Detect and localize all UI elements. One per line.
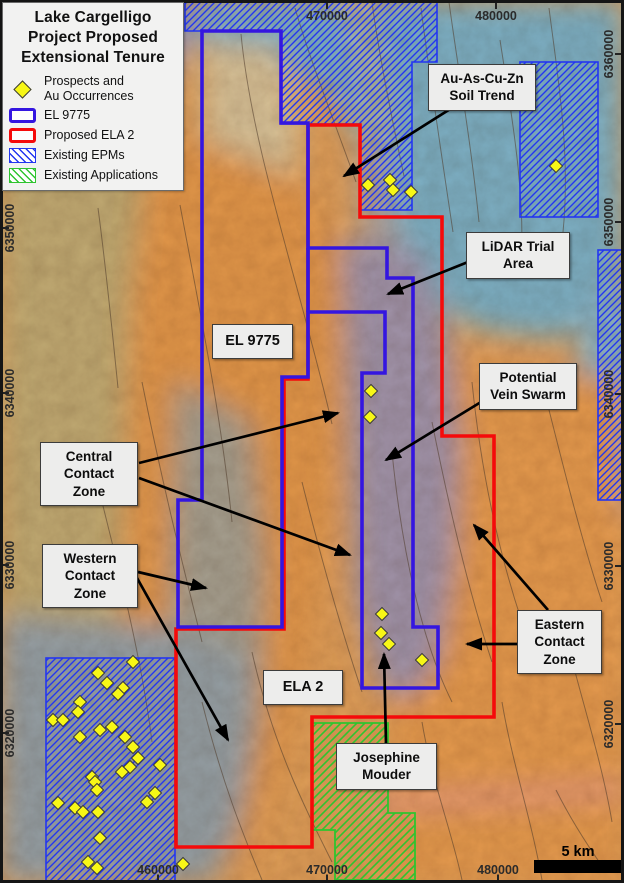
legend: Lake Cargelligo Project Proposed Extensi… — [2, 2, 184, 192]
prospect-markers — [45, 158, 564, 876]
label-lidar-trial-area: LiDAR Trial Area — [466, 232, 570, 279]
prospect-diamond-marker — [362, 409, 378, 425]
el-boundary-swatch-icon — [9, 108, 36, 124]
legend-item-el9775: EL 9775 — [9, 108, 177, 124]
axis-label-right: 6330000 — [602, 542, 616, 591]
label-eastern-contact-zone: Eastern Contact Zone — [517, 610, 602, 674]
prospect-diamond-marker — [373, 625, 389, 641]
axis-label-left: 6330000 — [3, 541, 17, 590]
prospect-diamond-marker — [90, 665, 106, 681]
prospect-diamond-marker — [92, 722, 108, 738]
prospect-diamond-marker — [114, 764, 130, 780]
label-western-contact-zone: Western Contact Zone — [42, 544, 138, 608]
legend-item-label: Existing EPMs — [44, 148, 125, 163]
prospect-diamond-marker — [360, 177, 376, 193]
axis-label-right: 6350000 — [602, 198, 616, 247]
legend-item-label: Existing Applications — [44, 168, 158, 183]
prospect-diamond-marker — [403, 184, 419, 200]
prospect-diamond-marker — [147, 785, 163, 801]
ela-boundary-swatch-icon — [9, 128, 36, 144]
vein-swarm-arrow — [384, 400, 482, 462]
prospect-diamond-marker — [414, 652, 430, 668]
prospect-diamond-marker — [90, 804, 106, 820]
prospect-diamond-marker — [381, 636, 397, 652]
central-zone-arrow-1 — [138, 410, 340, 465]
prospect-diamond-marker — [110, 686, 126, 702]
axis-label-left: 6350000 — [3, 204, 17, 253]
lidar-arrow — [386, 260, 469, 296]
legend-item-ela2: Proposed ELA 2 — [9, 128, 177, 144]
axis-label-right: 6360000 — [602, 30, 616, 79]
prospect-diamond-marker — [99, 675, 115, 691]
axis-label-right: 6320000 — [602, 700, 616, 749]
ela2-boundary — [174, 123, 496, 849]
prospect-diamond-marker — [385, 182, 401, 198]
prospect-diamond-marker — [152, 757, 168, 773]
legend-item-prospects: Prospects and Au Occurrences — [9, 74, 177, 103]
western-zone-arrow-2 — [135, 577, 230, 742]
prospect-diamond-marker — [175, 856, 191, 872]
prospect-diamond-marker — [125, 654, 141, 670]
central-zone-arrow-2 — [138, 476, 352, 557]
prospect-diamond-marker — [45, 712, 61, 728]
epm-area-east — [597, 249, 623, 501]
josephine-arrow — [377, 652, 391, 744]
prospect-diamond-marker — [117, 729, 133, 745]
axis-label-left: 6340000 — [3, 369, 17, 418]
prospect-diamond-marker — [374, 606, 390, 622]
scale-bar-label: 5 km — [561, 844, 594, 860]
epm-hatch-swatch-icon — [9, 148, 36, 164]
eastern-zone-arrow-1 — [472, 523, 550, 611]
label-central-contact-zone: Central Contact Zone — [40, 442, 138, 506]
label-el9775: EL 9775 — [212, 324, 293, 359]
axis-label-left: 6320000 — [3, 709, 17, 758]
epm-area-southwest — [45, 657, 176, 883]
prospect-diamond-marker — [89, 782, 105, 798]
prospect-diamond-marker — [92, 830, 108, 846]
prospect-diamond-marker — [80, 854, 96, 870]
legend-item-label: Prospects and Au Occurrences — [44, 74, 134, 103]
el9775-boundary — [176, 29, 440, 690]
prospect-diamond-marker — [55, 712, 71, 728]
label-ela2: ELA 2 — [263, 670, 343, 705]
axis-label-top: 480000 — [475, 9, 517, 23]
prospect-diamond-marker — [89, 860, 105, 876]
soil-trend-arrow — [342, 104, 456, 178]
prospect-diamond-marker — [50, 795, 66, 811]
axis-label-bottom: 470000 — [306, 863, 348, 877]
axis-label-right: 6340000 — [602, 370, 616, 419]
prospect-diamond-marker — [70, 704, 86, 720]
prospect-diamond-marker — [104, 719, 120, 735]
prospect-diamond-marker — [363, 383, 379, 399]
scale-bar: 5 km — [534, 844, 621, 873]
axis-label-bottom: 460000 — [137, 863, 179, 877]
legend-item-label: Proposed ELA 2 — [44, 128, 135, 143]
western-zone-arrow-1 — [137, 570, 208, 591]
prospect-diamond-marker — [130, 750, 146, 766]
axis-label-bottom: 480000 — [477, 863, 519, 877]
legend-item-epms: Existing EPMs — [9, 148, 177, 164]
prospect-diamond-marker — [72, 729, 88, 745]
prospect-diamond-marker — [125, 739, 141, 755]
legend-item-applications: Existing Applications — [9, 168, 177, 184]
label-josephine-mouder: Josephine Mouder — [336, 743, 437, 790]
prospect-diamond-icon — [9, 81, 36, 96]
prospect-diamond-marker — [139, 794, 155, 810]
application-hatch-swatch-icon — [9, 168, 36, 184]
label-potential-vein-swarm: Potential Vein Swarm — [479, 363, 577, 410]
legend-item-label: EL 9775 — [44, 108, 91, 123]
legend-title: Lake Cargelligo Project Proposed Extensi… — [21, 9, 165, 67]
label-soil-trend: Au-As-Cu-Zn Soil Trend — [428, 64, 536, 111]
annotation-arrows — [135, 104, 550, 744]
axis-label-top: 470000 — [306, 9, 348, 23]
scale-bar-rect — [534, 860, 621, 873]
prospect-diamond-marker — [548, 158, 564, 174]
prospect-diamond-marker — [75, 804, 91, 820]
